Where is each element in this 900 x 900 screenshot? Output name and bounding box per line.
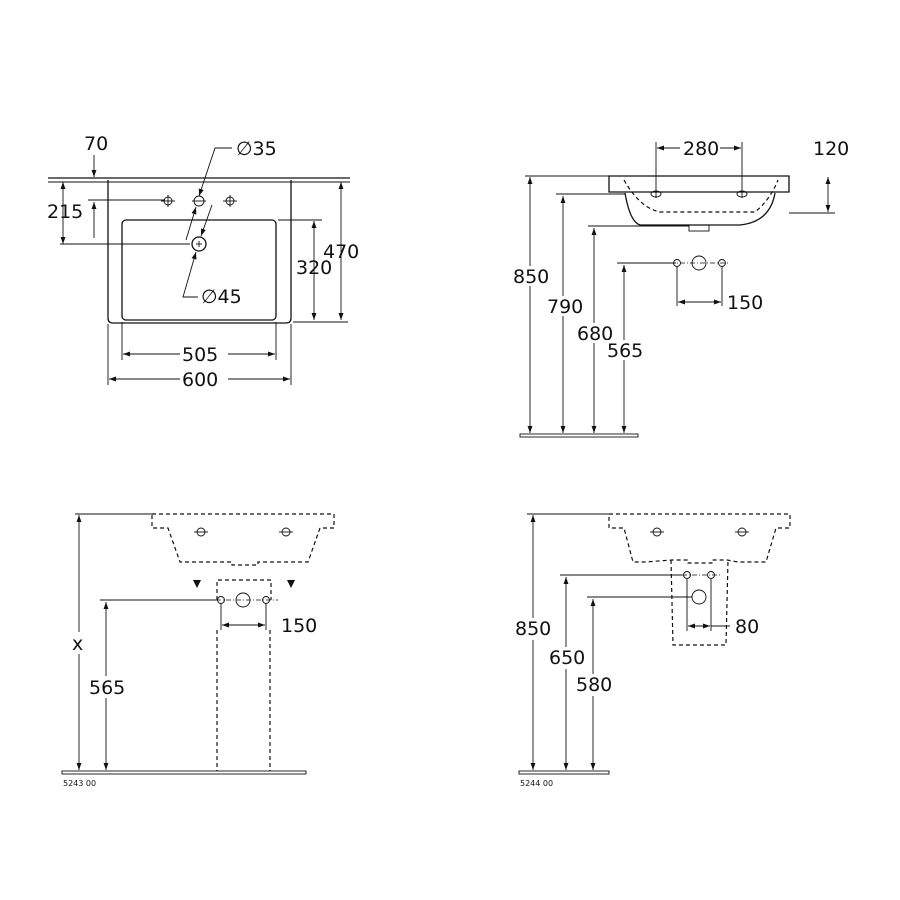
top-view: 70 ∅35 215 470 320 ∅45 505 600: [47, 133, 359, 391]
dim-280: 280: [683, 138, 719, 160]
dim-565: 565: [607, 340, 643, 362]
product-code: 5244 00: [520, 779, 553, 788]
semi-pedestal-view: 850 650 580 80 5244 00: [514, 513, 791, 788]
dim-150: 150: [727, 292, 763, 314]
dim-790: 790: [547, 296, 583, 318]
dim-600: 600: [182, 369, 218, 391]
dim-650: 650: [549, 647, 585, 669]
dim-150: 150: [281, 615, 317, 637]
dim-x: x: [72, 633, 83, 655]
side-view: 280 120 850 790 680 565 150: [512, 138, 849, 438]
dim-580: 580: [576, 674, 612, 696]
dim-850: 850: [513, 266, 549, 288]
dim-70: 70: [84, 133, 108, 155]
dim-680: 680: [577, 323, 613, 345]
dim-320: 320: [296, 257, 332, 279]
dim-505: 505: [182, 344, 218, 366]
dim-470: 470: [323, 241, 359, 263]
dim-80: 80: [735, 616, 759, 638]
dim-dia35: ∅35: [236, 138, 277, 160]
pedestal-view: x 565 150 5243 00: [61, 513, 335, 788]
dim-215: 215: [47, 201, 83, 223]
dim-dia45: ∅45: [201, 286, 242, 308]
dim-850: 850: [515, 618, 551, 640]
product-code: 5243 00: [63, 779, 96, 788]
dim-120: 120: [813, 138, 849, 160]
dim-565: 565: [89, 677, 125, 699]
